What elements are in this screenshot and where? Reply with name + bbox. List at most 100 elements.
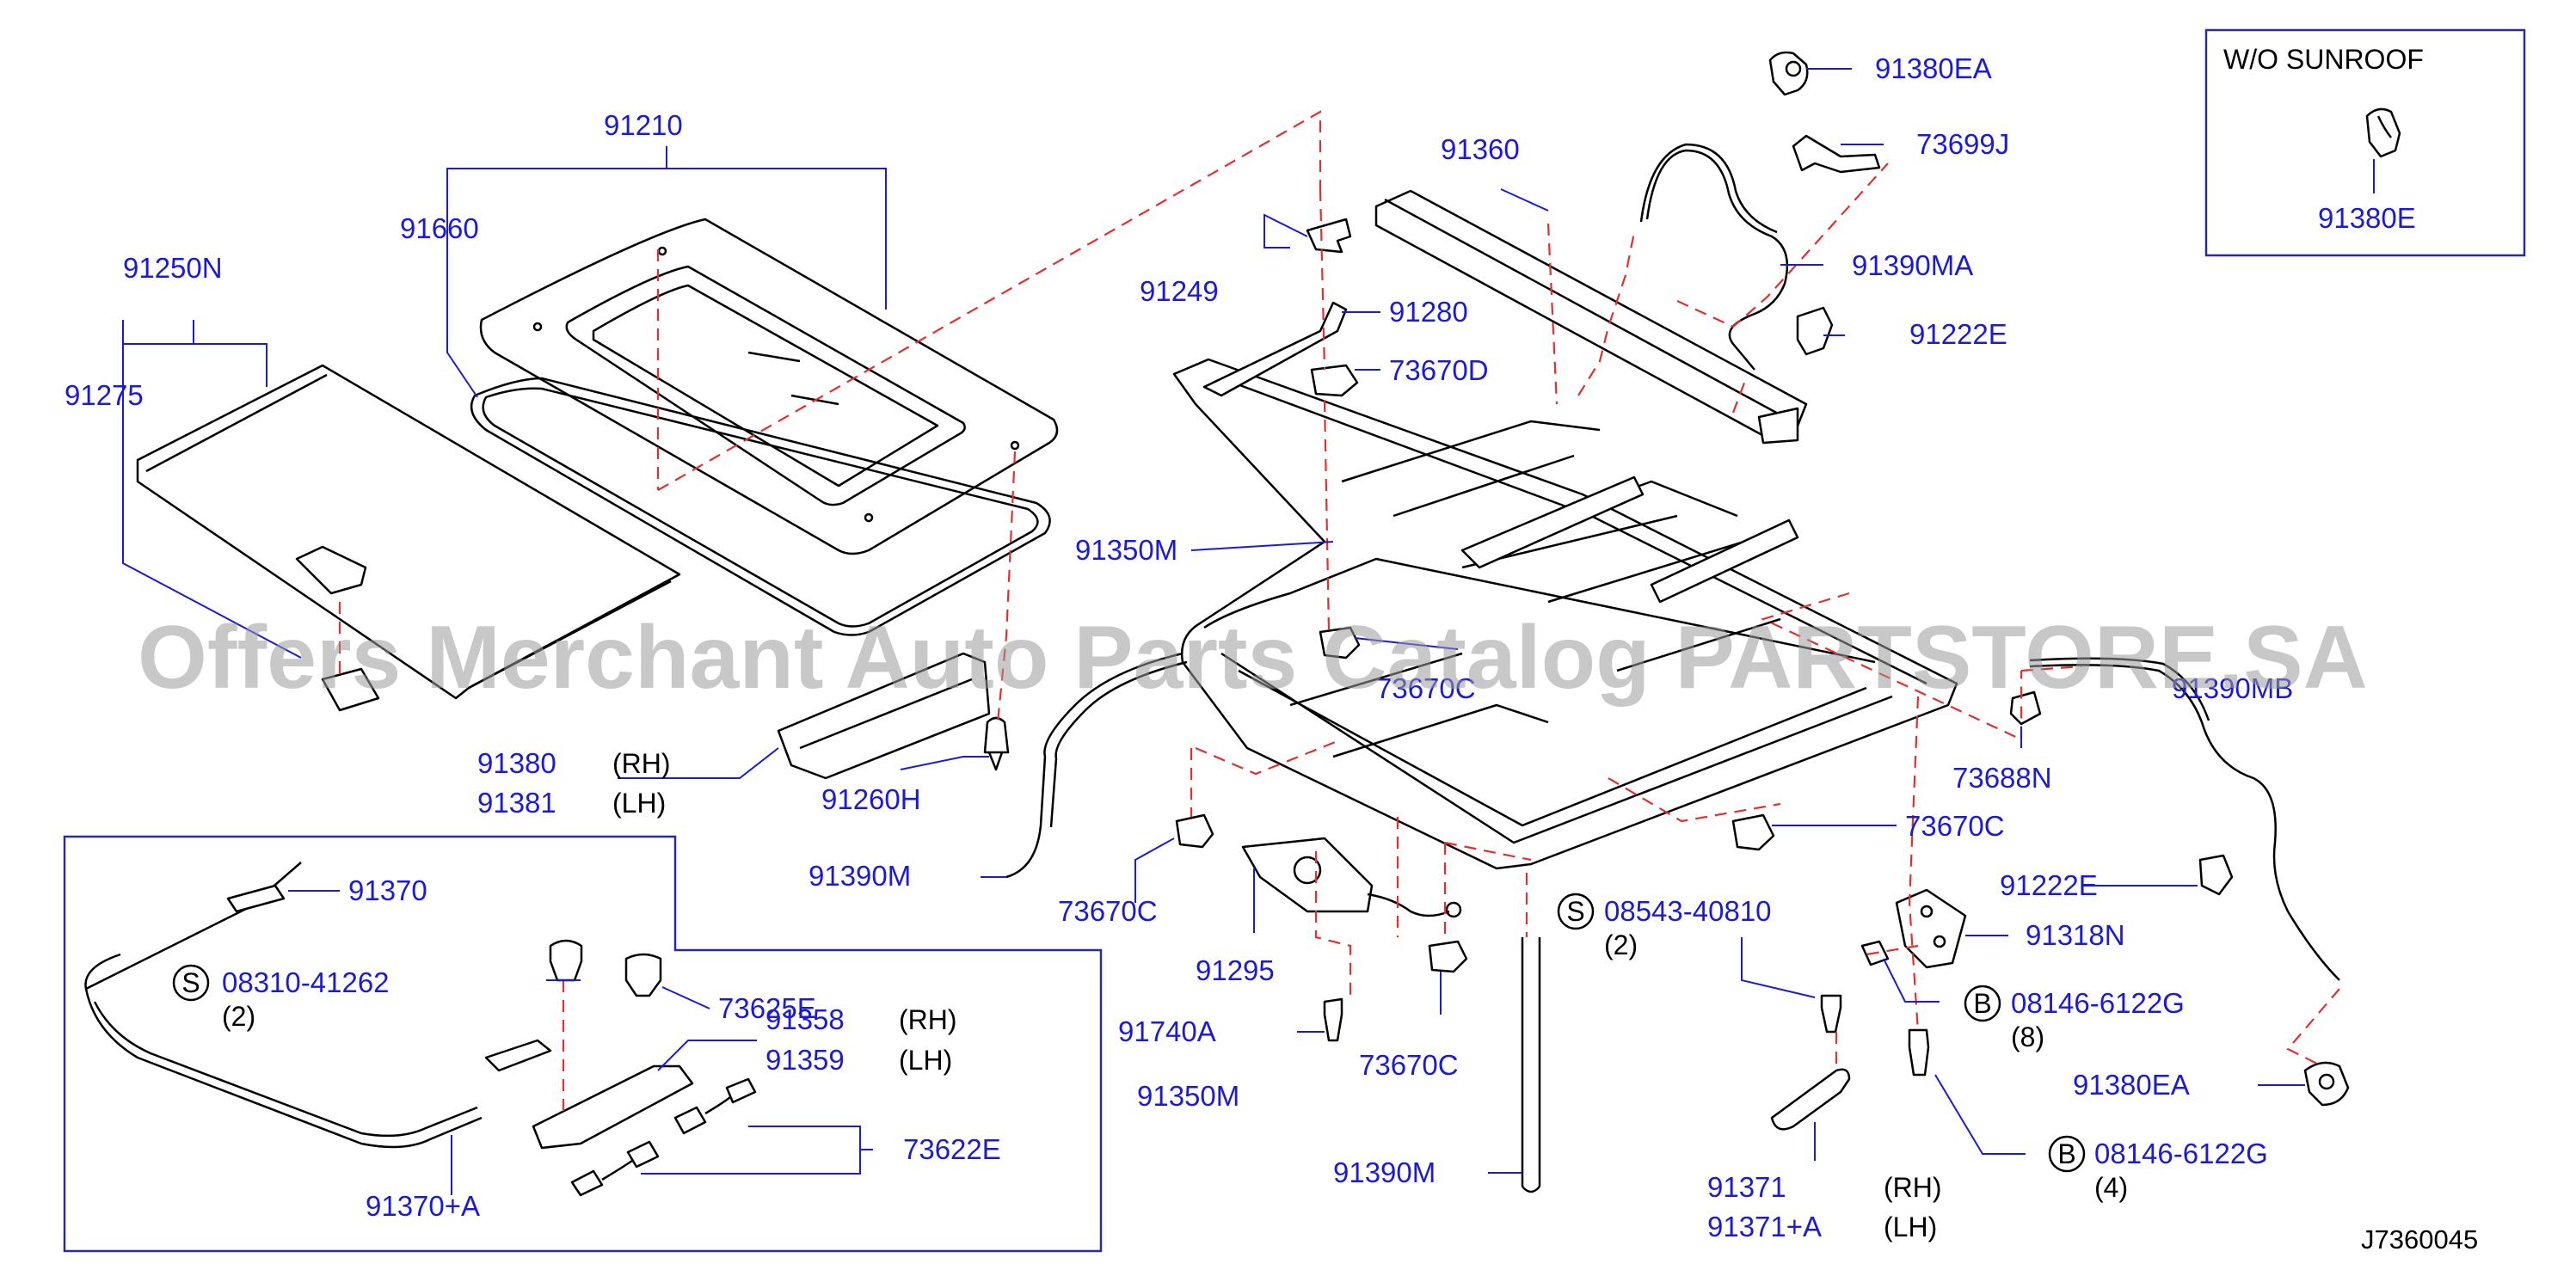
label-91390M-bottom[interactable]: 91390M bbox=[1333, 1156, 1436, 1188]
watermark: Offers Merchant Auto Parts Catalog PARTS… bbox=[138, 608, 2368, 708]
inset-bracket-91358-illustration bbox=[532, 1064, 694, 1150]
label-91380EA-top[interactable]: 91380EA bbox=[1875, 52, 1992, 84]
connector-73699J-illustration bbox=[1792, 134, 1881, 174]
clip-91249-illustration bbox=[1306, 218, 1352, 254]
label-91380EA-right[interactable]: 91380EA bbox=[2073, 1069, 2190, 1101]
label-91250N[interactable]: 91250N bbox=[123, 252, 223, 284]
label-73699J[interactable]: 73699J bbox=[1916, 128, 2009, 160]
clip-73688N-illustration bbox=[2009, 690, 2042, 726]
svg-text:B: B bbox=[1973, 988, 1991, 1019]
label-91360[interactable]: 91360 bbox=[1441, 133, 1520, 165]
label-91318N[interactable]: 91318N bbox=[2026, 919, 2125, 951]
label-91280[interactable]: 91280 bbox=[1389, 296, 1468, 328]
label-91222E-right[interactable]: 91222E bbox=[2000, 869, 2098, 901]
handle-91371-illustration bbox=[1770, 1068, 1851, 1131]
label-91370-plus-a[interactable]: 91370+A bbox=[366, 1190, 480, 1222]
note-qty-08543: (2) bbox=[1604, 929, 1638, 960]
inset-headliner-illustration bbox=[84, 862, 552, 1149]
weatherstrip-illustration bbox=[470, 377, 1051, 636]
label-91359[interactable]: 91359 bbox=[765, 1044, 845, 1076]
label-08146-6122G-a[interactable]: 08146-6122G bbox=[2011, 987, 2185, 1019]
inset-harness-73622E-illustration bbox=[570, 1077, 757, 1197]
inset-clip-73625E-illustration bbox=[624, 953, 662, 997]
label-73688N[interactable]: 73688N bbox=[1952, 762, 2052, 794]
label-91260H[interactable]: 91260H bbox=[821, 783, 921, 815]
svg-text:S: S bbox=[1566, 896, 1584, 927]
label-08543-40810[interactable]: 08543-40810 bbox=[1604, 895, 1772, 927]
rail-91360-illustration bbox=[1374, 189, 1808, 445]
inset-screw-illustration bbox=[549, 939, 583, 982]
bolt-08146-b-illustration bbox=[1908, 1028, 1930, 1077]
label-73625E[interactable]: 73625E bbox=[718, 992, 816, 1024]
symbol-s-circle-2: S bbox=[172, 964, 210, 1002]
symbol-s-circle-1: S bbox=[1557, 893, 1595, 930]
label-73670C-bottom[interactable]: 73670C bbox=[1359, 1049, 1459, 1081]
note-rh-91371: (RH) bbox=[1884, 1172, 1942, 1203]
label-91660[interactable]: 91660 bbox=[400, 212, 479, 244]
label-91358[interactable]: 91358 bbox=[765, 1003, 845, 1035]
label-91390M-left[interactable]: 91390M bbox=[808, 860, 911, 892]
label-91390MB[interactable]: 91390MB bbox=[2172, 672, 2293, 704]
drain-hose-91390M-bottom-illustration bbox=[1521, 937, 1541, 1193]
label-91370[interactable]: 91370 bbox=[348, 874, 427, 906]
label-91381[interactable]: 91381 bbox=[477, 787, 556, 819]
label-91380E[interactable]: 91380E bbox=[2318, 202, 2416, 234]
drain-hose-91390MA-illustration bbox=[1639, 143, 1789, 371]
dashed-guide-lines bbox=[338, 110, 2340, 1118]
label-91371[interactable]: 91371 bbox=[1707, 1171, 1786, 1203]
label-91275[interactable]: 91275 bbox=[65, 379, 144, 411]
glass-lid-illustration bbox=[479, 218, 1059, 555]
label-73670C-mid[interactable]: 73670C bbox=[1376, 672, 1476, 704]
label-91380[interactable]: 91380 bbox=[477, 747, 556, 779]
label-73670D[interactable]: 73670D bbox=[1389, 354, 1489, 386]
note-qty-08310: (2) bbox=[222, 1001, 255, 1032]
svg-text:B: B bbox=[2057, 1138, 2075, 1169]
clip-91222E-top-illustration bbox=[1796, 306, 1834, 356]
label-08310-41262[interactable]: 08310-41262 bbox=[222, 966, 390, 998]
sunroof-frame-illustration bbox=[1172, 358, 1958, 870]
inset-frame-box bbox=[63, 835, 1103, 1253]
note-lh-91371-plus-a: (LH) bbox=[1884, 1212, 1937, 1242]
drawing-code: J7360045 bbox=[2361, 1224, 2478, 1255]
symbol-b-circle-1: B bbox=[1964, 985, 2001, 1022]
note-rh-91358: (RH) bbox=[899, 1004, 957, 1035]
label-91295[interactable]: 91295 bbox=[1196, 954, 1275, 986]
label-91350M-main[interactable]: 91350M bbox=[1075, 534, 1177, 566]
label-91390MA[interactable]: 91390MA bbox=[1852, 249, 1973, 281]
note-lh-91359: (LH) bbox=[899, 1045, 952, 1076]
clip-91380EA-right-illustration bbox=[2303, 1061, 2350, 1107]
label-73670C-right[interactable]: 73670C bbox=[1905, 810, 2005, 842]
symbol-b-circle-2: B bbox=[2048, 1135, 2086, 1173]
svg-text:S: S bbox=[181, 967, 200, 998]
note-qty-08146-a: (8) bbox=[2011, 1021, 2044, 1052]
label-73622E[interactable]: 73622E bbox=[903, 1133, 1001, 1165]
label-73670C-left[interactable]: 73670C bbox=[1058, 895, 1158, 927]
drain-hose-91390MB-illustration bbox=[2029, 657, 2340, 981]
screw-08543-illustration bbox=[1820, 994, 1842, 1034]
motor-91295-illustration bbox=[1241, 837, 1462, 918]
label-91350M-inset[interactable]: 91350M bbox=[1137, 1080, 1239, 1112]
note-rh-91380: (RH) bbox=[612, 748, 671, 779]
nut-73670C-bottom-illustration bbox=[1428, 940, 1468, 973]
label-91210[interactable]: 91210 bbox=[604, 109, 683, 141]
guide-91380-illustration bbox=[777, 652, 991, 780]
nut-73670C-mid-illustration bbox=[1319, 626, 1361, 659]
nut-73670C-right-illustration bbox=[1731, 813, 1775, 851]
nut-73670C-left-illustration bbox=[1175, 813, 1214, 849]
inset-without-sunroof-box bbox=[2204, 28, 2526, 257]
screw-91740A-illustration bbox=[1323, 997, 1343, 1042]
label-91371-plus-a[interactable]: 91371+A bbox=[1707, 1211, 1822, 1242]
label-91249[interactable]: 91249 bbox=[1140, 275, 1219, 307]
inset-title: W/O SUNROOF bbox=[2223, 44, 2424, 75]
drain-hose-91390M-left-illustration bbox=[1005, 652, 1188, 879]
bracket-91280-illustration bbox=[1202, 301, 1348, 397]
note-lh-91381: (LH) bbox=[612, 788, 666, 819]
label-08146-6122G-b[interactable]: 08146-6122G bbox=[2094, 1138, 2268, 1169]
leader-lines bbox=[122, 68, 2375, 1195]
label-91740A[interactable]: 91740A bbox=[1118, 1015, 1216, 1047]
clip-91380E-illustration bbox=[2365, 107, 2401, 158]
label-91222E-top[interactable]: 91222E bbox=[1909, 318, 2007, 350]
bracket-91318N-illustration bbox=[1895, 888, 1967, 969]
note-qty-08146-b: (4) bbox=[2094, 1172, 2128, 1203]
